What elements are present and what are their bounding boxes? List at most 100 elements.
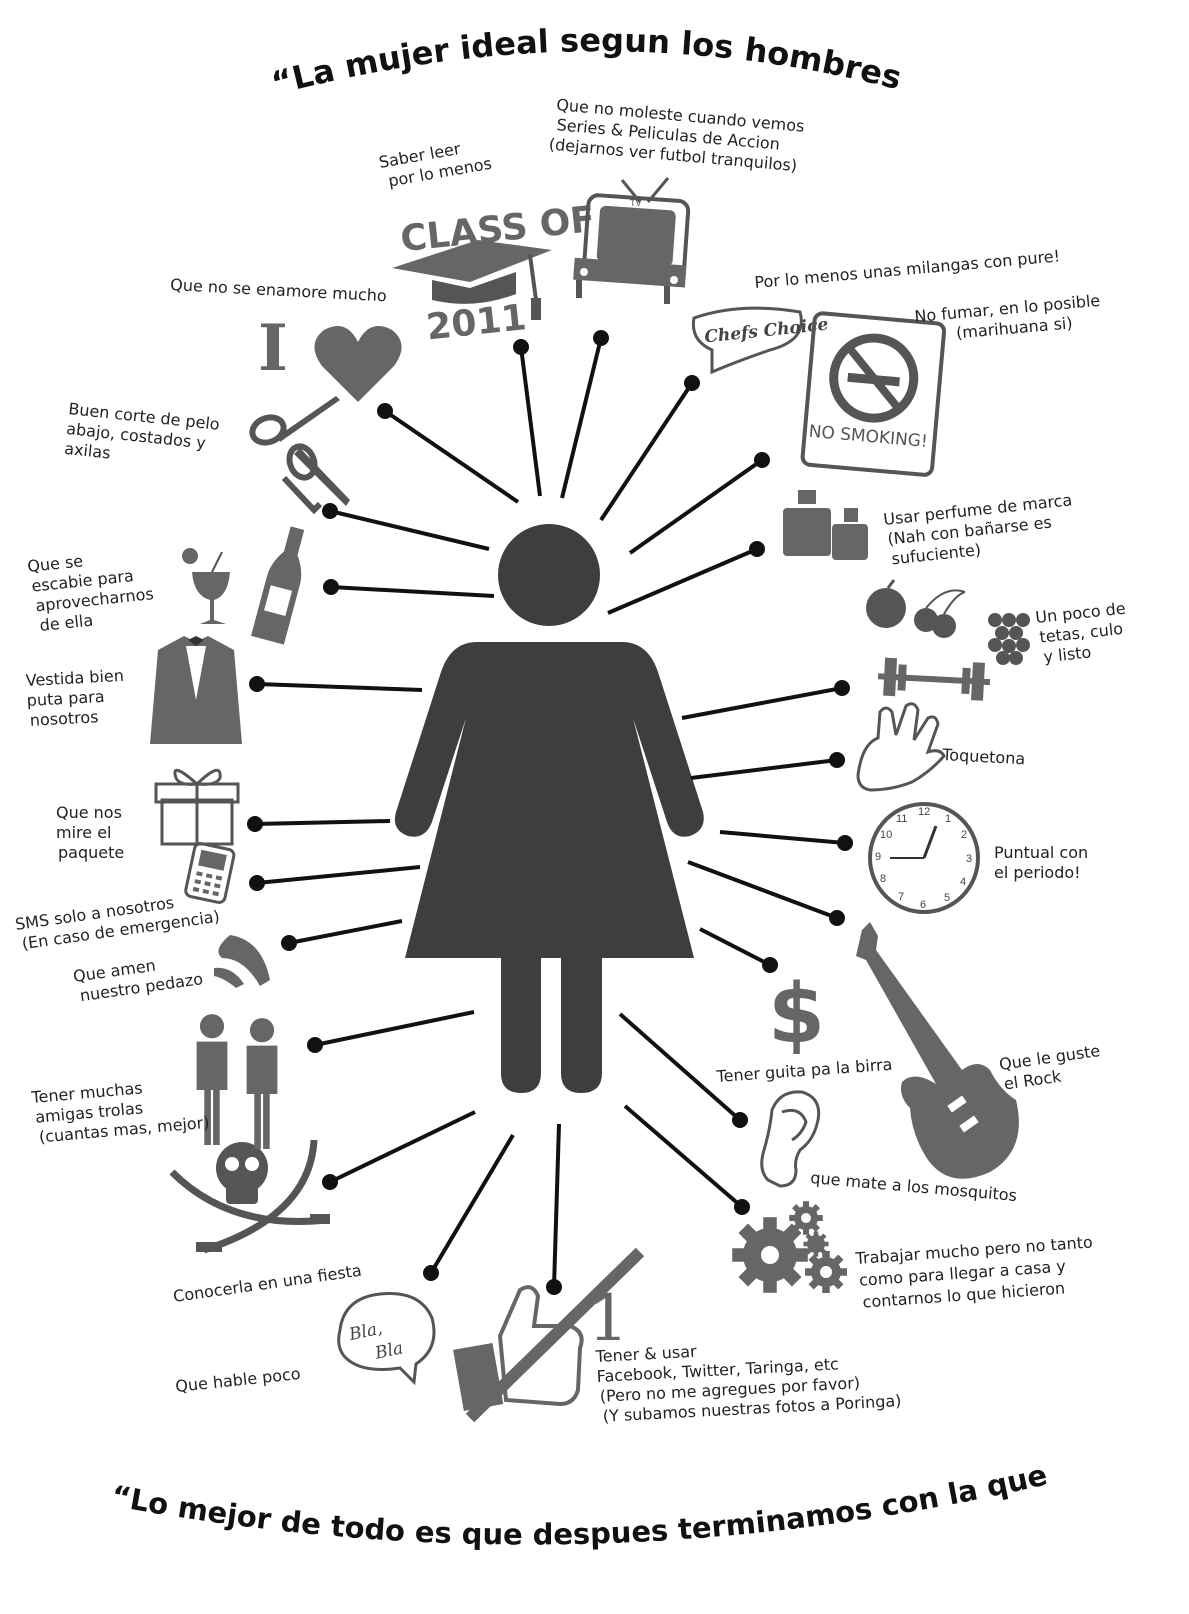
dot-escabie: [323, 579, 339, 595]
gears-icon: [732, 1201, 847, 1293]
svg-text:8: 8: [880, 873, 886, 885]
label-paquete: Que nos mire el paquete: [56, 803, 127, 862]
dot-puntual: [837, 835, 853, 851]
svg-text:2: 2: [961, 829, 967, 841]
svg-text:5: 5: [944, 892, 950, 904]
dot-vestida: [249, 676, 265, 692]
dot-perfume: [749, 541, 765, 557]
dot-series: [593, 330, 609, 346]
label-leer: Saber leer por lo menos: [377, 134, 493, 192]
connector-tetas: [681, 686, 843, 720]
dot-toquetona: [829, 752, 845, 768]
dot-tetas: [834, 680, 850, 696]
dot-rock: [829, 910, 845, 926]
fruits-icon: [866, 579, 1030, 665]
i-letter-text: I: [258, 311, 288, 386]
connector-rock: [687, 860, 838, 920]
dot-leer: [513, 339, 529, 355]
svg-text:11: 11: [896, 813, 907, 825]
dot-pedazo: [281, 935, 297, 951]
label-escabie: Que se escabie para aprovecharnos de ell…: [26, 544, 161, 636]
label-milangas: Por lo menos unas milangas con pure!: [754, 246, 1061, 292]
dollar-icon: $: [768, 967, 825, 1062]
no-smoking-text: NO SMOKING!: [808, 422, 929, 452]
label-fiesta: Conocerla en una fiesta: [172, 1261, 363, 1306]
wine-bottle-icon: [251, 526, 305, 645]
connector-leer: [519, 346, 542, 497]
connector-series: [560, 337, 603, 499]
cocktail-glass-icon: [182, 548, 230, 624]
i-love-heart-icon: I: [258, 311, 402, 402]
svg-text:3: 3: [966, 853, 972, 865]
svg-text:10: 10: [880, 829, 892, 841]
dot-hable: [423, 1265, 439, 1281]
bla-text-2: Bla: [372, 1338, 405, 1364]
tv-label: TV: [630, 198, 642, 208]
tuxedo-jacket-icon: [150, 636, 242, 744]
pirate-skull-icon: [169, 1139, 330, 1254]
clock-icon: 12 1 2 3 4 5 6 7 8 9 10 11: [868, 802, 980, 914]
electric-guitar-icon: [856, 922, 1019, 1179]
label-amigas: Tener muchas amigas trolas (cuantas mas,…: [30, 1073, 210, 1147]
svg-text:1: 1: [945, 813, 951, 825]
connector-sms: [256, 865, 421, 885]
connector-fumar: [628, 458, 764, 555]
connector-dots: [247, 330, 853, 1295]
dot-sms: [249, 875, 265, 891]
label-pelo: Buen corte de pelo abajo, costados y axi…: [63, 399, 225, 474]
label-facebook: Tener & usar Facebook, Twitter, Taringa,…: [594, 1331, 902, 1426]
main-title-text: “La mujer ideal segun los hombres”: [0, 0, 905, 103]
connector-vestida: [256, 682, 423, 692]
dollar-sign-text: $: [768, 967, 825, 1062]
label-rock: Que le guste el Rock: [998, 1040, 1109, 1093]
dot-enamore: [377, 403, 393, 419]
connector-toquetona: [690, 758, 838, 780]
label-perfume: Usar perfume de marca (Nah con bañarse e…: [882, 490, 1082, 569]
dot-guita: [762, 957, 778, 973]
svg-text:7: 7: [898, 891, 904, 903]
connector-lines: [254, 337, 846, 1288]
label-series: Que no moleste cuando vemos Series & Pel…: [548, 95, 810, 176]
svg-text:9: 9: [875, 851, 881, 863]
dot-mosquitos: [732, 1112, 748, 1128]
barbell-icon: [877, 657, 991, 701]
dot-fiesta: [322, 1174, 338, 1190]
label-mosquitos: que mate a los mosquitos: [810, 1168, 1018, 1205]
scissors-icon: [249, 396, 350, 515]
dot-paquete: [247, 816, 263, 832]
connector-pedazo: [288, 919, 403, 945]
dot-fumar: [754, 452, 770, 468]
dot-pelo: [322, 503, 338, 519]
dot-amigas: [307, 1037, 323, 1053]
connector-escabie: [330, 585, 495, 598]
tv-icon: TV: [573, 177, 691, 304]
label-hable: Que hable poco: [174, 1364, 301, 1396]
connector-hable: [429, 1133, 515, 1275]
label-toquetona: Toquetona: [941, 745, 1026, 768]
svg-text:6: 6: [920, 899, 926, 911]
dot-milangas: [684, 375, 700, 391]
connector-guita: [699, 927, 771, 967]
connector-facebook: [552, 1123, 561, 1288]
connector-milangas: [599, 381, 694, 522]
no-smoking-sign-icon: NO SMOKING!: [800, 311, 947, 477]
dot-facebook: [546, 1279, 562, 1295]
label-enamore: Que no se enamore mucho: [170, 275, 387, 305]
ear-icon: [760, 1090, 821, 1188]
label-vestida: Vestida bien puta para nosotros: [25, 666, 131, 730]
connector-amigas: [314, 1010, 475, 1047]
chefs-choice-text: Chefs Choice: [704, 315, 830, 348]
label-tetas: Un poco de tetas, culo y listo: [1034, 598, 1135, 667]
connector-trabajar: [623, 1104, 744, 1209]
hand-icon: [856, 702, 946, 792]
banana-icon: [214, 935, 270, 988]
connector-fiesta: [329, 1110, 476, 1184]
connector-puntual: [719, 830, 846, 845]
perfume-bottle-icon: [783, 490, 868, 560]
connector-pelo: [329, 509, 490, 551]
connector-enamore: [383, 409, 520, 504]
svg-text:4: 4: [960, 876, 966, 888]
dot-trabajar: [734, 1199, 750, 1215]
label-trabajar: Trabajar mucho pero no tanto como para l…: [854, 1232, 1102, 1312]
